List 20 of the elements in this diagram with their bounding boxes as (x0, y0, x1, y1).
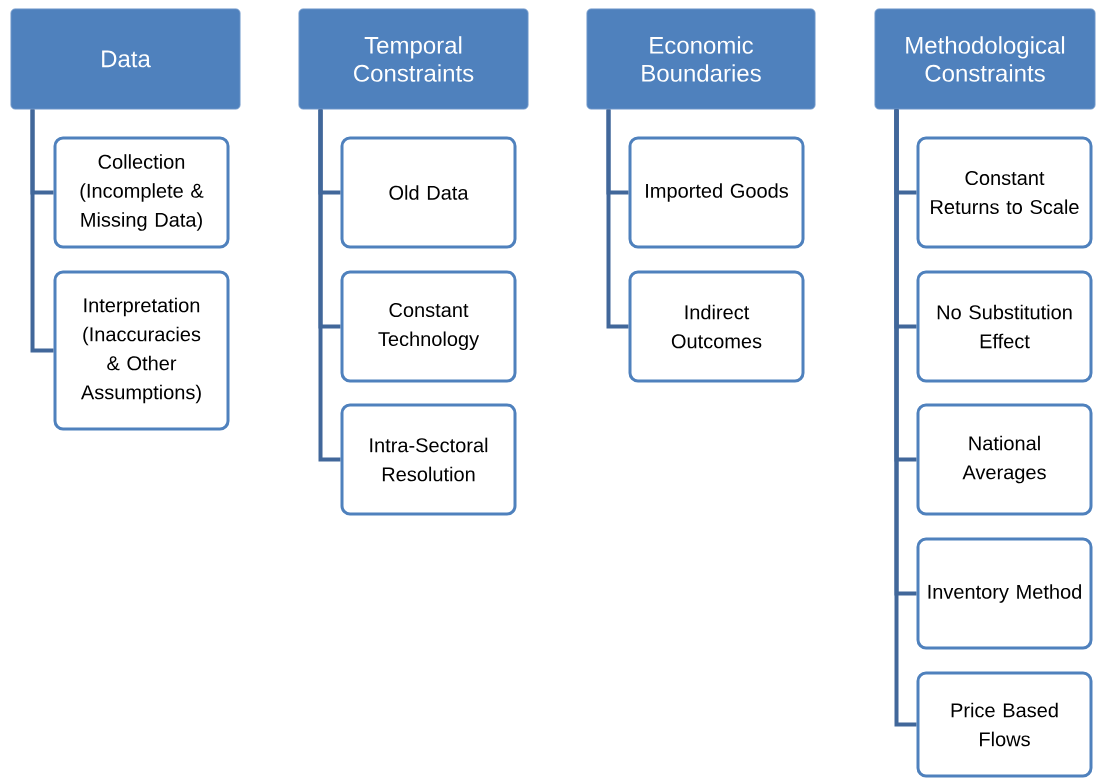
connector-line (30, 109, 54, 353)
item-box: Intra-Sectoral Resolution (340, 403, 517, 516)
item-box: Price Based Flows (916, 671, 1093, 778)
connector-line (894, 109, 917, 727)
connector-line (318, 109, 341, 462)
category-header: Data (10, 8, 241, 110)
item-box: Old Data (340, 136, 517, 249)
item-box: Constant Technology (340, 270, 517, 383)
category-header: Methodological Constraints (874, 8, 1096, 110)
item-box: Indirect Outcomes (628, 270, 805, 383)
category-header: Economic Boundaries (586, 8, 816, 110)
item-box: National Averages (916, 403, 1093, 516)
item-box: Constant Returns to Scale (916, 136, 1093, 249)
category-header: Temporal Constraints (298, 8, 529, 110)
item-box: No Substitution Effect (916, 270, 1093, 383)
item-box: Interpretation (Inaccuracies & Other Assumptions) (53, 270, 230, 431)
item-box: Collection (Incomplete & Missing Data) (53, 136, 230, 249)
connector-line (606, 109, 629, 329)
item-box: Inventory Method (916, 537, 1093, 650)
item-box: Imported Goods (628, 136, 805, 249)
